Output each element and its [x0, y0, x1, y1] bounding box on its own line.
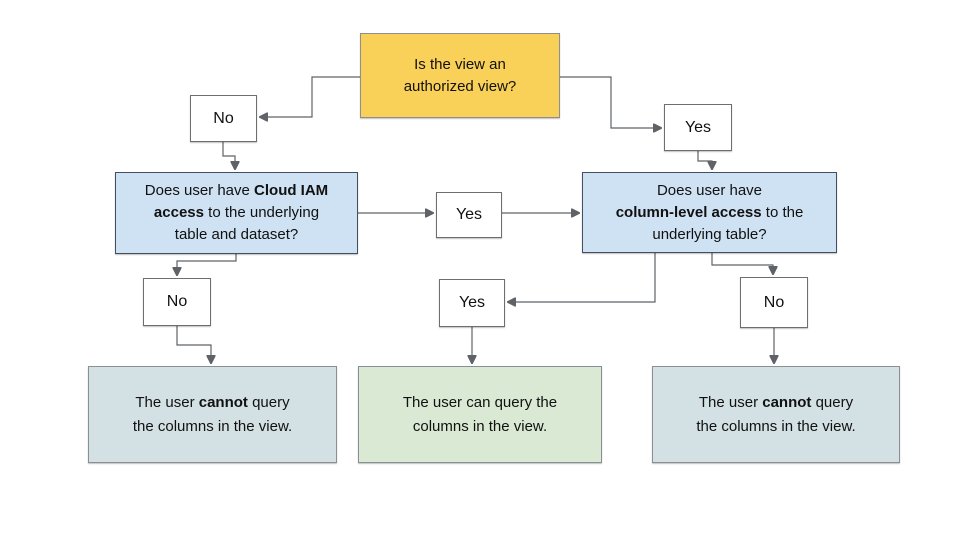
- question-line: Does user have Cloud IAM: [145, 180, 328, 202]
- result-text-bold: cannot: [762, 393, 812, 411]
- result-line: columns in the view.: [412, 417, 548, 435]
- result-text: The user: [135, 393, 199, 411]
- connector-root-to-no: [260, 76, 360, 117]
- connector-no-to-iam-question: [222, 142, 235, 169]
- question-line: authorized view?: [403, 77, 517, 95]
- result-text: query: [247, 393, 290, 411]
- connector-yes-to-col-question: [697, 151, 712, 169]
- question-line: access to the underlying: [154, 202, 319, 224]
- node-result-cannot-right: The user cannot query the columns in the…: [652, 366, 900, 463]
- decision-label: Yes: [458, 294, 486, 311]
- result-line: The user cannot query: [135, 391, 289, 415]
- question-line: underlying table?: [652, 225, 767, 243]
- question-line: column-level access to the: [616, 202, 804, 224]
- decision-label: No: [166, 293, 188, 310]
- node-column-level-question: Does user have column-level access to th…: [582, 172, 837, 253]
- result-line: the columns in the view.: [132, 417, 293, 435]
- decision-label: No: [763, 293, 785, 311]
- node-no-column: No: [740, 277, 808, 328]
- result-line: the columns in the view.: [696, 417, 856, 435]
- node-yes-mid: Yes: [436, 192, 502, 238]
- question-line: table and dataset?: [174, 226, 299, 243]
- node-result-can: The user can query the columns in the vi…: [358, 366, 602, 463]
- question-text: to the: [761, 203, 804, 221]
- node-no-root: No: [190, 95, 257, 142]
- result-text-bold: cannot: [198, 393, 248, 411]
- question-line: Does user have: [656, 181, 763, 199]
- node-no-iam: No: [143, 278, 211, 326]
- decision-label: Yes: [455, 206, 483, 223]
- connector-root-to-yes: [560, 76, 661, 128]
- connector-col-to-no: [711, 253, 773, 274]
- node-yes-root: Yes: [664, 104, 732, 151]
- question-text-bold: column-level access: [615, 203, 762, 221]
- decision-label: Yes: [684, 118, 712, 136]
- result-line: The user can query the: [402, 393, 558, 411]
- result-text: query: [811, 393, 854, 411]
- question-line: Is the view an: [414, 55, 506, 73]
- connector-col-to-yes: [508, 253, 656, 302]
- question-text-bold: access: [153, 204, 204, 221]
- result-line: The user cannot query: [699, 391, 853, 415]
- result-text: The user: [698, 393, 763, 411]
- question-text-bold: Cloud IAM: [254, 182, 329, 199]
- node-result-cannot-left: The user cannot query the columns in the…: [88, 366, 337, 463]
- connector-no-to-result-left: [176, 326, 211, 363]
- node-cloud-iam-question: Does user have Cloud IAM access to the u…: [115, 172, 358, 254]
- connector-iam-to-no: [177, 254, 237, 275]
- decision-label: No: [213, 109, 234, 127]
- node-authorized-view-question: Is the view an authorized view?: [360, 33, 560, 118]
- question-text: Does user have: [144, 182, 255, 199]
- node-yes-column: Yes: [439, 279, 505, 327]
- question-text: to the underlying: [203, 204, 320, 221]
